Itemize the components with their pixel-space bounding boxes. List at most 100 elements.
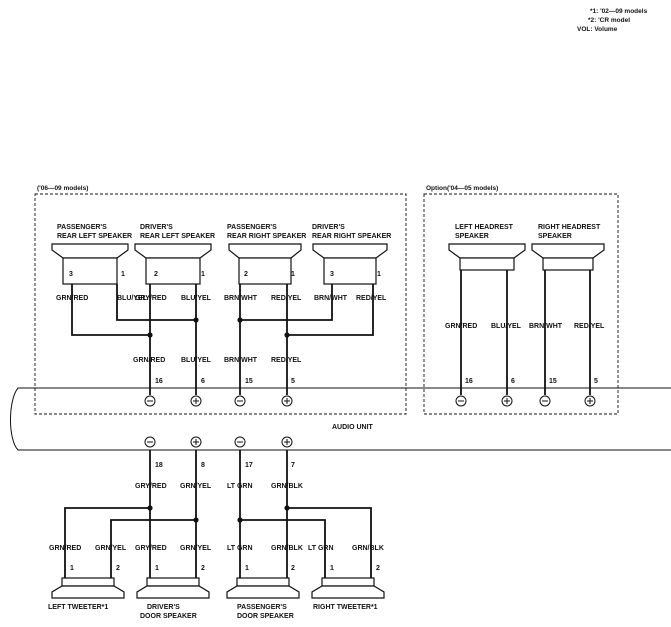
speaker-body <box>459 257 515 271</box>
pin-label: 8 <box>201 462 205 469</box>
notes: *1: '02—09 models *2: 'CR model VOL: Vol… <box>577 8 648 33</box>
wire-label: GRN/RED <box>56 295 88 302</box>
speaker-right-tweeter: 1 2 RIGHT TWEETER*1 <box>311 565 385 611</box>
pin-label: 1 <box>155 565 159 572</box>
wire-label: BLU/YEL <box>181 295 212 302</box>
speaker-body <box>238 257 292 285</box>
wire-label: RED/YEL <box>574 323 605 330</box>
unit-pins-front: 18 8 17 7 <box>155 462 295 469</box>
pin-label: 17 <box>245 462 253 469</box>
pin-label: 1 <box>291 271 295 278</box>
wire-label: GRN/RED <box>445 323 477 330</box>
box-left-title: ('06—09 models) <box>37 185 88 192</box>
wire-label: GRN/YEL <box>95 545 127 552</box>
speaker-left-headrest: LEFT HEADREST SPEAKER <box>448 224 526 271</box>
speaker-driver-door: 1 2 DRIVER'S DOOR SPEAKER <box>136 565 210 620</box>
wire-label: GRN/BLK <box>271 483 303 490</box>
speaker-right-headrest: RIGHT HEADREST SPEAKER <box>531 224 605 271</box>
speaker-label-line1: DRIVER'S <box>140 224 173 231</box>
speaker-passenger-rear-left: PASSENGER'S REAR LEFT SPEAKER 3 1 <box>51 224 132 285</box>
speaker-body <box>323 257 377 285</box>
wire-label: RED/YEL <box>356 295 387 302</box>
pin-label: 6 <box>201 378 205 385</box>
speaker-left-tweeter: 1 2 LEFT TWEETER*1 <box>48 565 125 611</box>
pin-label: 6 <box>511 378 515 385</box>
speaker-symbol <box>51 243 129 259</box>
speaker-symbol <box>312 243 388 259</box>
speaker-label-line1: PASSENGER'S <box>227 224 277 231</box>
speaker-symbol <box>228 243 302 259</box>
note-3: VOL: Volume <box>577 26 618 33</box>
box-right-title: Option('04—05 models) <box>426 185 498 192</box>
speaker-driver-rear-left: DRIVER'S REAR LEFT SPEAKER 2 1 <box>134 224 215 285</box>
pin-label: 1 <box>245 565 249 572</box>
speaker-body <box>62 257 118 285</box>
speaker-label-line2: REAR LEFT SPEAKER <box>57 233 132 240</box>
box-06-09-models <box>34 193 407 415</box>
pin-label: 18 <box>155 462 163 469</box>
unit-terminals-rear <box>144 395 596 407</box>
pin-label: 5 <box>594 378 598 385</box>
pin-label: 16 <box>465 378 473 385</box>
wire-label: GRY/RED <box>135 545 167 552</box>
speaker-passenger-rear-right: PASSENGER'S REAR RIGHT SPEAKER 2 1 <box>227 224 306 285</box>
wire-label: RED/YEL <box>271 295 302 302</box>
speaker-label-line2: DOOR SPEAKER <box>140 613 197 620</box>
pin-label: 1 <box>377 271 381 278</box>
speaker-label-line2: SPEAKER <box>455 233 489 240</box>
pin-label: 5 <box>291 378 295 385</box>
wire-label: BRN/WHT <box>529 323 563 330</box>
note-2: *2: 'CR model <box>588 17 630 24</box>
wire-label: BLU/YEL <box>491 323 522 330</box>
speaker-label-line2: REAR RIGHT SPEAKER <box>312 233 391 240</box>
speaker-body <box>321 577 375 587</box>
speaker-symbol <box>136 585 210 599</box>
box-option-04-05 <box>423 193 619 415</box>
wire-label: LT GRN <box>227 545 253 552</box>
wire-label: LT GRN <box>308 545 334 552</box>
wire-label: GRY/RED <box>135 483 167 490</box>
speaker-label-line2: DOOR SPEAKER <box>237 613 294 620</box>
pin-label: 2 <box>116 565 120 572</box>
pin-label: 3 <box>330 271 334 278</box>
speaker-label-line1: RIGHT TWEETER*1 <box>313 604 378 611</box>
wire-label: RED/YEL <box>271 357 302 364</box>
speaker-symbol <box>134 243 212 259</box>
pin-label: 2 <box>201 565 205 572</box>
speaker-symbol <box>226 585 300 599</box>
speaker-symbol <box>51 585 125 599</box>
speaker-label-line1: LEFT TWEETER*1 <box>48 604 108 611</box>
speaker-label-line2: SPEAKER <box>538 233 572 240</box>
speaker-passenger-door: 1 2 PASSENGER'S DOOR SPEAKER <box>226 565 300 620</box>
pin-label: 2 <box>291 565 295 572</box>
audio-unit-outline <box>10 387 671 451</box>
speaker-driver-rear-right: DRIVER'S REAR RIGHT SPEAKER 3 1 <box>312 224 391 285</box>
wire-label: GRN/RED <box>49 545 81 552</box>
pin-label: 1 <box>330 565 334 572</box>
speaker-label-line2: REAR LEFT SPEAKER <box>140 233 215 240</box>
wire-label: BRN/WHT <box>224 295 258 302</box>
wire-label: BLU/YEL <box>117 295 148 302</box>
front-wiring <box>64 450 372 578</box>
pin-label: 3 <box>69 271 73 278</box>
wire-label: GRY/RED <box>135 295 167 302</box>
wire-label: GRN/YEL <box>180 483 212 490</box>
pin-label: 7 <box>291 462 295 469</box>
pin-label: 2 <box>244 271 248 278</box>
wire-label: GRN/BLK <box>352 545 384 552</box>
wire-label: GRN/BLK <box>271 545 303 552</box>
wire-label: BLU/YEL <box>181 357 212 364</box>
speaker-body <box>146 577 200 587</box>
speaker-label-line1: PASSENGER'S <box>237 604 287 611</box>
pin-label: 2 <box>376 565 380 572</box>
speaker-label-line1: DRIVER'S <box>147 604 180 611</box>
pin-label: 16 <box>155 378 163 385</box>
pin-label: 1 <box>201 271 205 278</box>
wire-label: LT GRN <box>227 483 253 490</box>
wire-label: BRN/WHT <box>314 295 348 302</box>
speaker-symbol <box>448 243 526 259</box>
pin-label: 2 <box>154 271 158 278</box>
pin-label: 1 <box>70 565 74 572</box>
pin-label: 1 <box>121 271 125 278</box>
